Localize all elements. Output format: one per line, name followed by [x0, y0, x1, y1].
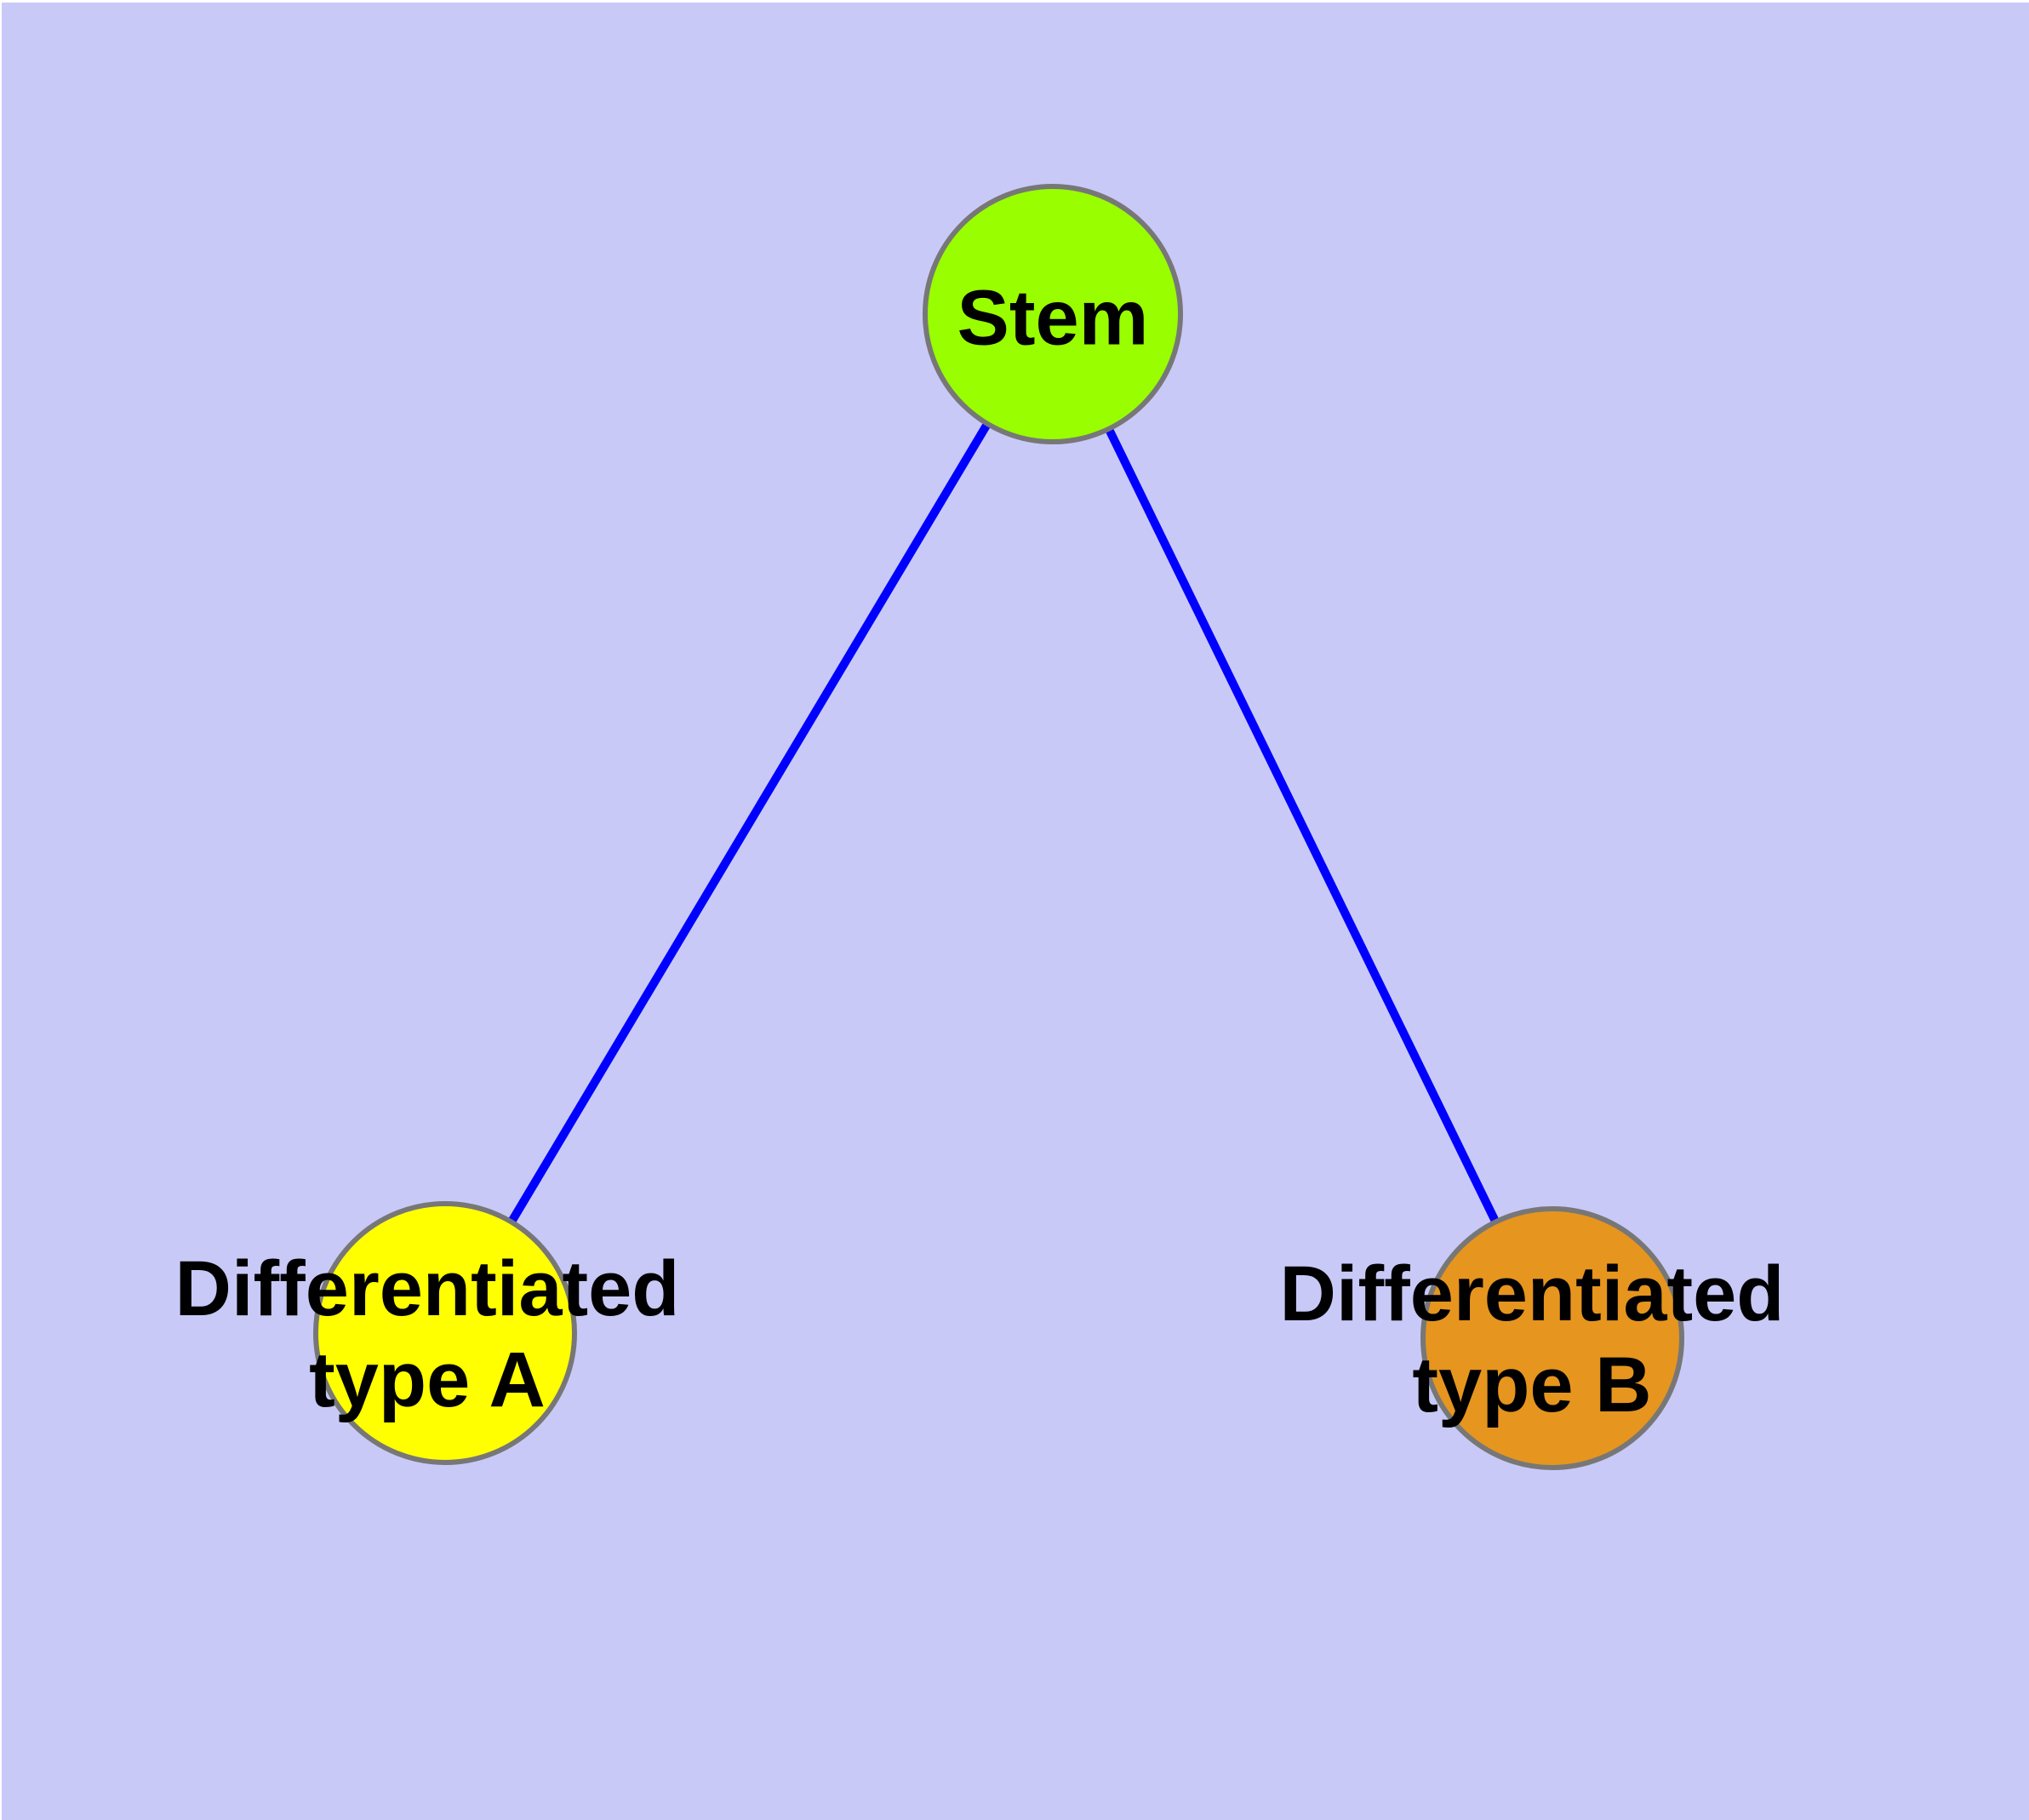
node-stem[interactable] — [923, 184, 1183, 444]
node-differentiated-type-a-label: Differentiated type A — [175, 1244, 680, 1426]
node-differentiated-type-a-label-line-2: type A — [309, 1336, 546, 1423]
edge-stem-to-differentiated-type-a[interactable] — [441, 312, 1057, 1336]
edge-stem-to-differentiated-type-b[interactable] — [1049, 312, 1557, 1341]
node-differentiated-type-b-label-line-1: Differentiated — [1279, 1251, 1785, 1337]
node-differentiated-type-a[interactable] — [313, 1201, 577, 1465]
node-differentiated-type-b-label-line-2: type B — [1412, 1342, 1652, 1428]
node-differentiated-type-b[interactable] — [1420, 1206, 1684, 1470]
node-stem-label-line-1: Stem — [957, 274, 1149, 362]
node-differentiated-type-b-label: Differentiated type B — [1280, 1249, 1785, 1431]
node-differentiated-type-a-label-line-1: Differentiated — [174, 1245, 680, 1332]
node-stem-label: Stem — [957, 273, 1149, 364]
